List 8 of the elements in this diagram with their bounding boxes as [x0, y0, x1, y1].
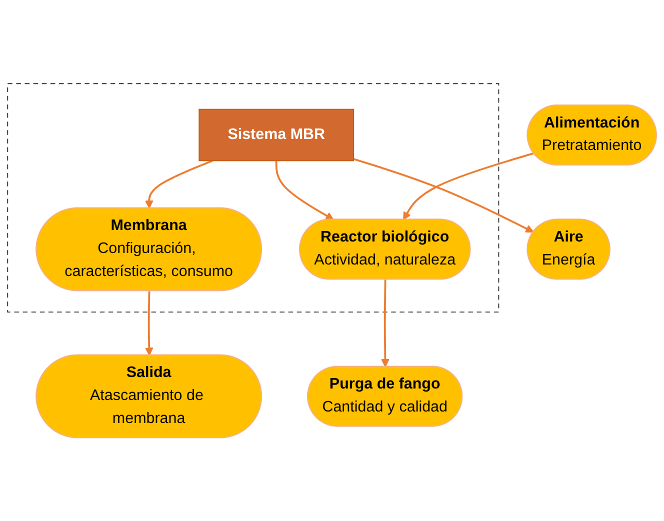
- arrow: [403, 152, 534, 220]
- arrow: [381, 280, 390, 367]
- arrow: [275, 160, 334, 220]
- arrow: [353, 158, 534, 232]
- arrow: [144, 160, 213, 209]
- node-box: Sistema MBR: [198, 108, 354, 162]
- arrow: [144, 290, 154, 356]
- cluster: [7, 82, 500, 312]
